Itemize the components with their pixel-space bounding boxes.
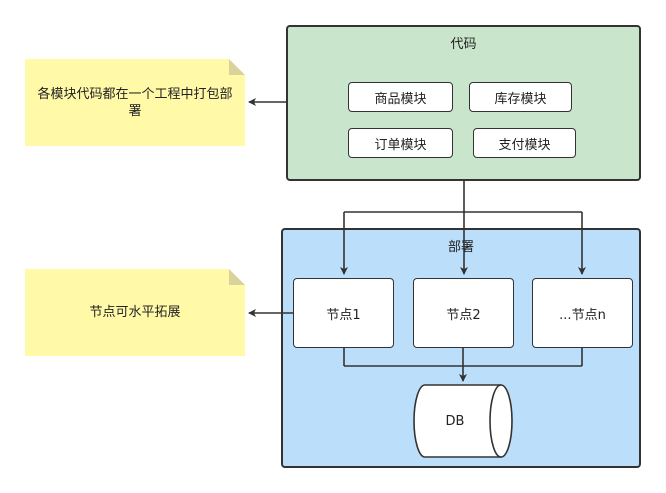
- module-goods-label: 商品模块: [374, 91, 427, 107]
- node-n[interactable]: ...节点n: [532, 278, 633, 348]
- module-goods[interactable]: 商品模块: [348, 82, 453, 112]
- node-2-label: 节点2: [446, 307, 481, 323]
- note-scaling-shape: [25, 269, 245, 356]
- database-label: DB: [445, 413, 465, 429]
- module-payment[interactable]: 支付模块: [473, 128, 576, 158]
- module-order-label: 订单模块: [374, 137, 427, 153]
- node-n-label: ...节点n: [559, 307, 606, 323]
- node-1-label: 节点1: [326, 307, 361, 323]
- module-inventory[interactable]: 库存模块: [469, 82, 572, 112]
- module-order[interactable]: 订单模块: [348, 128, 453, 158]
- note-scaling: 节点可水平拓展: [89, 305, 181, 320]
- note-scaling-fold: [229, 269, 245, 285]
- code-group-container: 代码: [286, 25, 641, 181]
- note-packaging: 各模块代码都在一个工程中打包部署: [37, 86, 233, 119]
- module-payment-label: 支付模块: [498, 137, 551, 153]
- note-packaging-fold: [229, 59, 245, 75]
- module-inventory-label: 库存模块: [494, 91, 547, 107]
- note-packaging-shape: [25, 59, 245, 146]
- node-2[interactable]: 节点2: [413, 278, 514, 348]
- database-rim: [489, 384, 502, 458]
- deploy-group-title: 部署: [447, 240, 474, 255]
- node-1[interactable]: 节点1: [293, 278, 394, 348]
- code-group-title: 代码: [450, 37, 477, 52]
